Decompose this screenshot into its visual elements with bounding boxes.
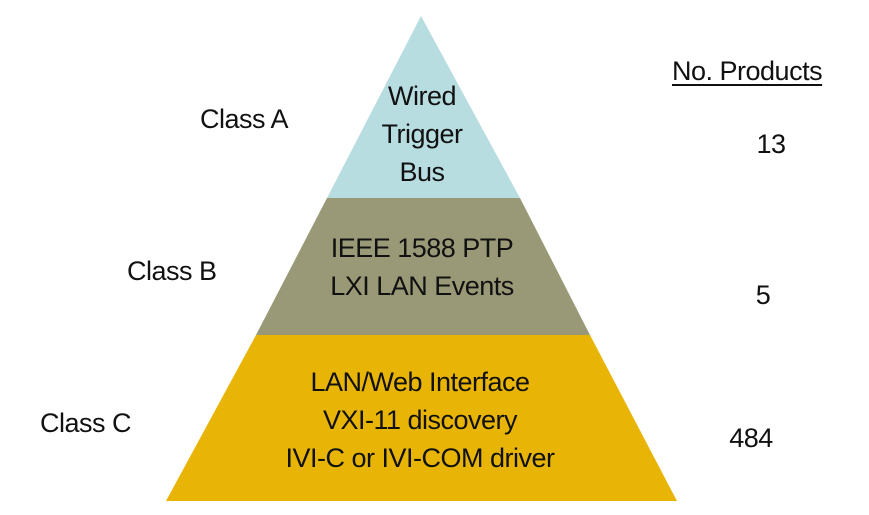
class-b-product-count: 5: [755, 280, 771, 310]
products-column-header: No. Products: [672, 56, 823, 86]
tier-c-shape: [166, 335, 677, 501]
tier-b-shape: [256, 198, 590, 335]
tier-b-line-2: LXI LAN Events: [330, 271, 514, 301]
class-c-product-count: 484: [729, 423, 773, 453]
tier-c-text: LAN/Web Interface VXI-11 discovery IVI-C…: [285, 363, 555, 477]
class-b-label: Class B: [127, 256, 217, 286]
tier-a-line-2: Trigger: [381, 119, 463, 149]
tier-b-text: IEEE 1588 PTP LXI LAN Events: [330, 229, 514, 305]
tier-a-line-1: Wired: [387, 81, 457, 111]
class-c-label: Class C: [40, 408, 132, 438]
tier-a-shape: [327, 16, 520, 198]
class-a-product-count: 13: [756, 129, 786, 159]
tier-a-line-3: Bus: [399, 157, 445, 187]
class-a-label: Class A: [200, 104, 289, 134]
tier-c-line-3: IVI-C or IVI-COM driver: [285, 443, 555, 473]
tier-a-text: Wired Trigger Bus: [381, 77, 463, 191]
tier-b-line-1: IEEE 1588 PTP: [330, 233, 514, 263]
tier-c-line-1: LAN/Web Interface: [310, 367, 530, 397]
tier-c-line-2: VXI-11 discovery: [322, 405, 518, 435]
